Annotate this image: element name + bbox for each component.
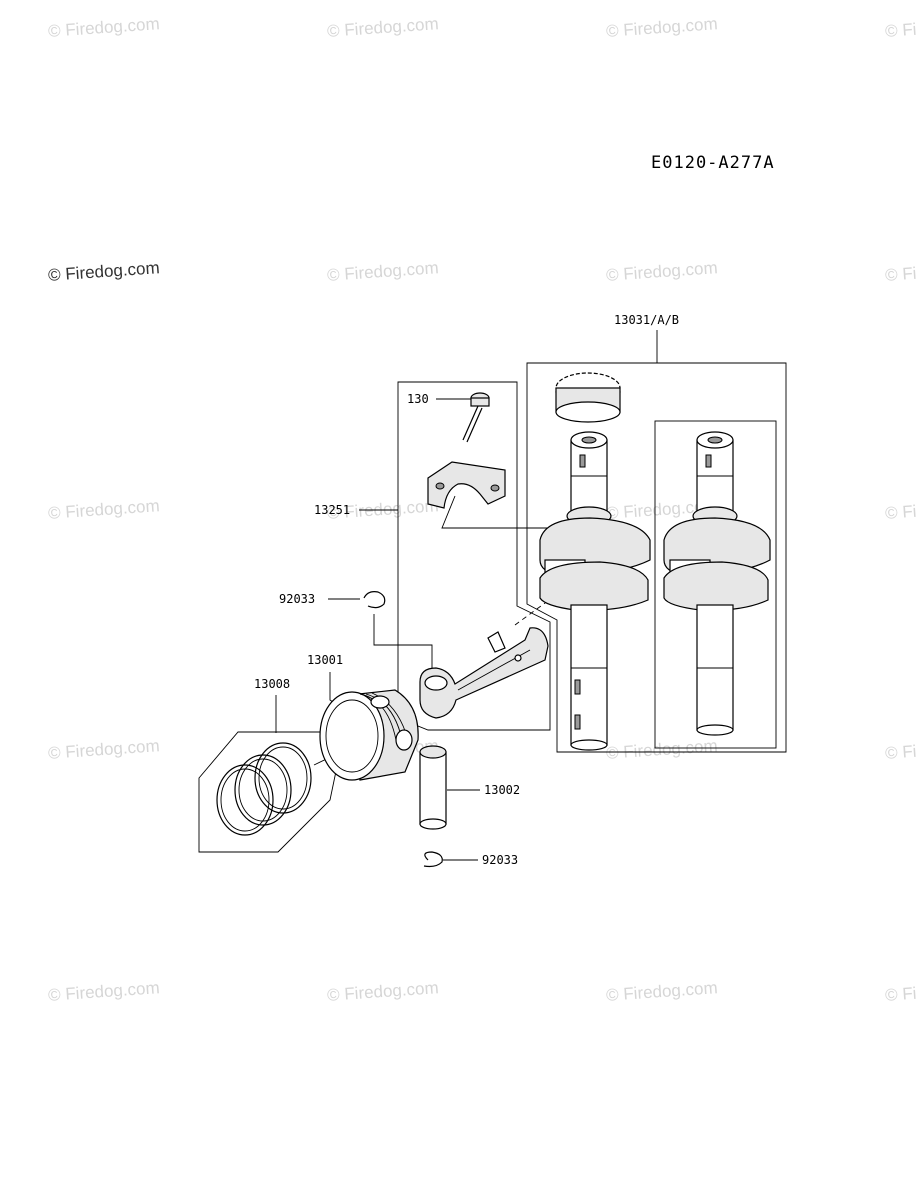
piston-rings (216, 742, 312, 836)
bearing-cap (427, 461, 506, 509)
diagram-id: E0120-A277A (651, 153, 775, 173)
circlip-lower-shape (423, 851, 443, 868)
label-connecting-rod: 13251 (314, 503, 351, 517)
label-bolt: 130 (407, 392, 429, 406)
crankshaft-main (539, 372, 651, 751)
label-circlip-lower: 92033 (482, 853, 519, 867)
label-piston-rings: 13008 (254, 677, 291, 691)
connecting-rod (419, 627, 549, 719)
bolt (462, 392, 490, 443)
piston (319, 689, 419, 781)
circlip-upper-shape (363, 591, 386, 609)
label-piston: 13001 (307, 653, 344, 667)
label-circlip-upper: 92033 (279, 592, 316, 606)
piston-pin (419, 745, 447, 830)
label-crankshaft: 13031/A/B (614, 313, 680, 327)
ring-set-frame (198, 731, 341, 853)
label-piston-pin: 13002 (484, 783, 521, 797)
crankshaft-alt (663, 431, 771, 736)
